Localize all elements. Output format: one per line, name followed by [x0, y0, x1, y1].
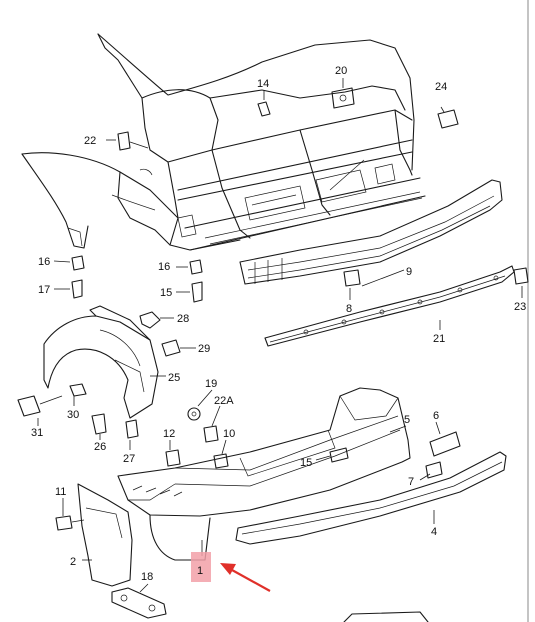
callout-22a: 22A: [214, 395, 234, 407]
callout-labels: 1 2 4 5 6 7 8 9 10 11 12 14 15 15 16 16 …: [31, 65, 526, 583]
callout-19: 19: [205, 378, 217, 390]
callout-4: 4: [431, 526, 437, 538]
callout-24: 24: [435, 81, 447, 93]
red-pointer-arrow: [220, 563, 271, 592]
callout-30: 30: [67, 409, 79, 421]
callout-28: 28: [177, 313, 189, 325]
callout-23: 23: [514, 301, 526, 313]
callout-12: 12: [163, 428, 175, 440]
reflector: [429, 431, 461, 457]
callout-5: 5: [404, 414, 410, 426]
partial-part-bottom-edge: [343, 611, 429, 622]
callout-15-lower: 15: [300, 457, 312, 469]
callout-7: 7: [408, 476, 414, 488]
callout-17: 17: [38, 284, 50, 296]
callout-26: 26: [94, 441, 106, 453]
callout-25: 25: [168, 372, 180, 384]
callout-27: 27: [123, 453, 135, 465]
bumper-mounting-rail: [264, 265, 515, 347]
leader-lines: [37, 78, 523, 593]
callout-31: 31: [31, 427, 43, 439]
wheel-housing-liner: [43, 305, 159, 419]
callout-18: 18: [141, 571, 153, 583]
bumper-cover: [117, 387, 411, 561]
mud-flap: [77, 483, 133, 587]
callout-6: 6: [433, 410, 439, 422]
callout-22: 22: [84, 135, 96, 147]
callout-21: 21: [433, 333, 445, 345]
bumper-impact-member: [239, 179, 503, 285]
callout-11: 11: [55, 486, 66, 498]
callout-10: 10: [223, 428, 235, 440]
callout-15-upper: 15: [160, 287, 172, 299]
lower-spoiler-trim: [235, 451, 507, 545]
callout-2: 2: [70, 556, 76, 568]
fastener-parts: [17, 87, 529, 531]
part-1-highlight: [191, 552, 211, 582]
callout-20: 20: [335, 65, 347, 77]
callout-9: 9: [406, 266, 412, 278]
callout-16-right: 16: [158, 261, 170, 273]
car-body-rear-outline: [21, 33, 426, 251]
callout-29: 29: [198, 343, 210, 355]
callout-1: 1: [197, 565, 203, 577]
callout-8: 8: [346, 303, 352, 315]
callout-16-left: 16: [38, 256, 50, 268]
bracket-plate: [111, 587, 167, 619]
callout-14: 14: [257, 78, 269, 90]
